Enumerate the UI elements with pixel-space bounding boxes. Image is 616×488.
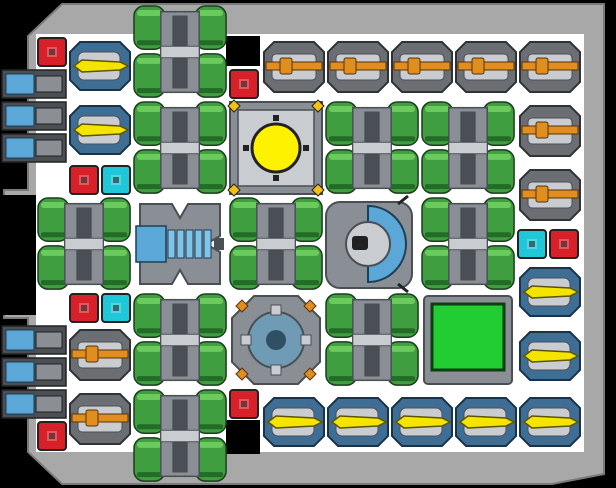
red-power-block-icon bbox=[69, 293, 99, 323]
missile-turret-icon bbox=[69, 105, 131, 155]
fuel-tank-icon bbox=[133, 389, 227, 482]
missile-turret-icon bbox=[391, 397, 453, 447]
fuel-tank-icon bbox=[325, 293, 419, 386]
gun-turret-icon bbox=[519, 41, 581, 93]
fuel-tank-icon bbox=[421, 101, 515, 194]
engine-core-icon bbox=[135, 203, 224, 285]
cyan-power-block-icon bbox=[101, 293, 131, 323]
cyan-power-block-icon bbox=[101, 165, 131, 195]
hull-gap bbox=[226, 420, 260, 454]
hull-gap bbox=[226, 36, 260, 66]
red-power-block-icon bbox=[229, 389, 259, 419]
control-screen-icon bbox=[423, 295, 513, 385]
fuel-tank-group bbox=[37, 5, 515, 482]
missile-turret-icon bbox=[69, 41, 131, 91]
missile-turret-icon bbox=[519, 331, 581, 381]
cyan-power-block-icon bbox=[517, 229, 547, 259]
red-power-block-icon bbox=[37, 37, 67, 67]
block-group bbox=[37, 37, 579, 451]
gun-turret-icon bbox=[391, 41, 453, 93]
gun-turret-icon bbox=[69, 329, 131, 381]
thruster-icon bbox=[1, 69, 67, 99]
fuel-tank-icon bbox=[325, 101, 419, 194]
red-power-block-icon bbox=[549, 229, 579, 259]
thruster-icon bbox=[1, 101, 67, 131]
missile-turret-icon bbox=[519, 397, 581, 447]
hull-gap bbox=[0, 195, 36, 315]
missile-turret-icon bbox=[327, 397, 389, 447]
thruster-icon bbox=[1, 389, 67, 419]
gun-turret-icon bbox=[455, 41, 517, 93]
thruster-icon bbox=[1, 133, 67, 163]
fuel-tank-icon bbox=[37, 197, 131, 290]
weapon-group bbox=[1, 41, 581, 447]
power-node-icon bbox=[231, 295, 321, 385]
fuel-tank-icon bbox=[133, 101, 227, 194]
gun-turret-icon bbox=[519, 105, 581, 157]
gun-turret-icon bbox=[69, 393, 131, 445]
gun-turret-icon bbox=[327, 41, 389, 93]
red-power-block-icon bbox=[229, 69, 259, 99]
red-power-block-icon bbox=[37, 421, 67, 451]
shield-dome-icon bbox=[325, 194, 413, 294]
gun-turret-icon bbox=[263, 41, 325, 93]
module-group bbox=[135, 99, 513, 385]
thruster-icon bbox=[1, 357, 67, 387]
thruster-icon bbox=[1, 325, 67, 355]
fuel-tank-icon bbox=[133, 293, 227, 386]
reactor-core-icon bbox=[227, 99, 325, 197]
deck-floor bbox=[36, 34, 584, 452]
missile-turret-icon bbox=[263, 397, 325, 447]
fuel-tank-icon bbox=[229, 197, 323, 290]
gun-turret-icon bbox=[519, 169, 581, 221]
fuel-tank-icon bbox=[421, 197, 515, 290]
missile-turret-icon bbox=[455, 397, 517, 447]
fuel-tank-icon bbox=[133, 5, 227, 98]
red-power-block-icon bbox=[69, 165, 99, 195]
missile-turret-icon bbox=[519, 267, 581, 317]
